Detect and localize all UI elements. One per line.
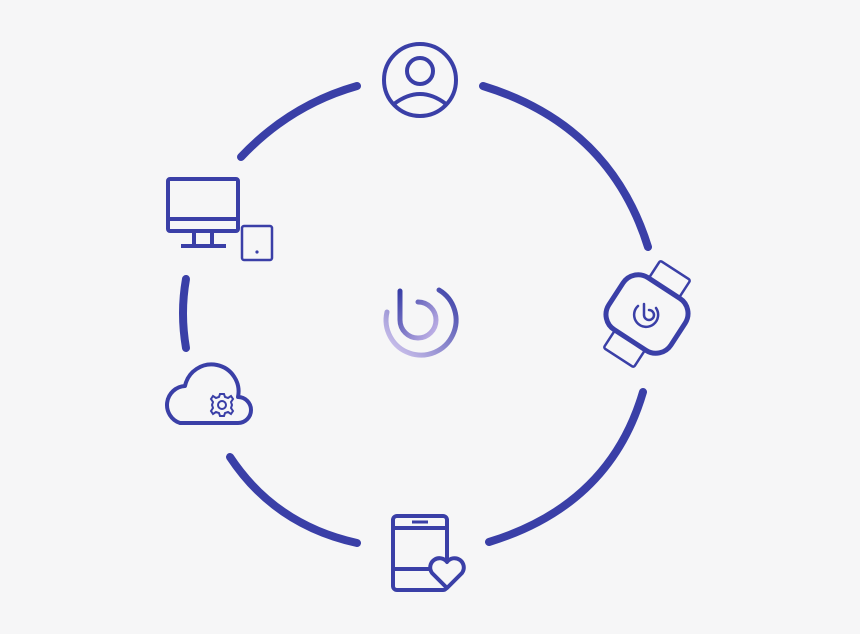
arc-top-right [479,82,652,251]
arc-bottom-left [226,453,361,547]
arc-top-left [237,82,361,161]
desktop-tablet-icon [166,177,274,262]
phone-heart-icon [391,514,466,592]
arc-left [179,275,190,352]
smartwatch-icon [603,260,691,368]
user-profile-icon [382,42,458,118]
ring-arcs [179,82,652,547]
arc-bottom-right [485,388,647,546]
brand-logo-icon [383,287,459,358]
cloud-gear-icon [165,362,253,425]
